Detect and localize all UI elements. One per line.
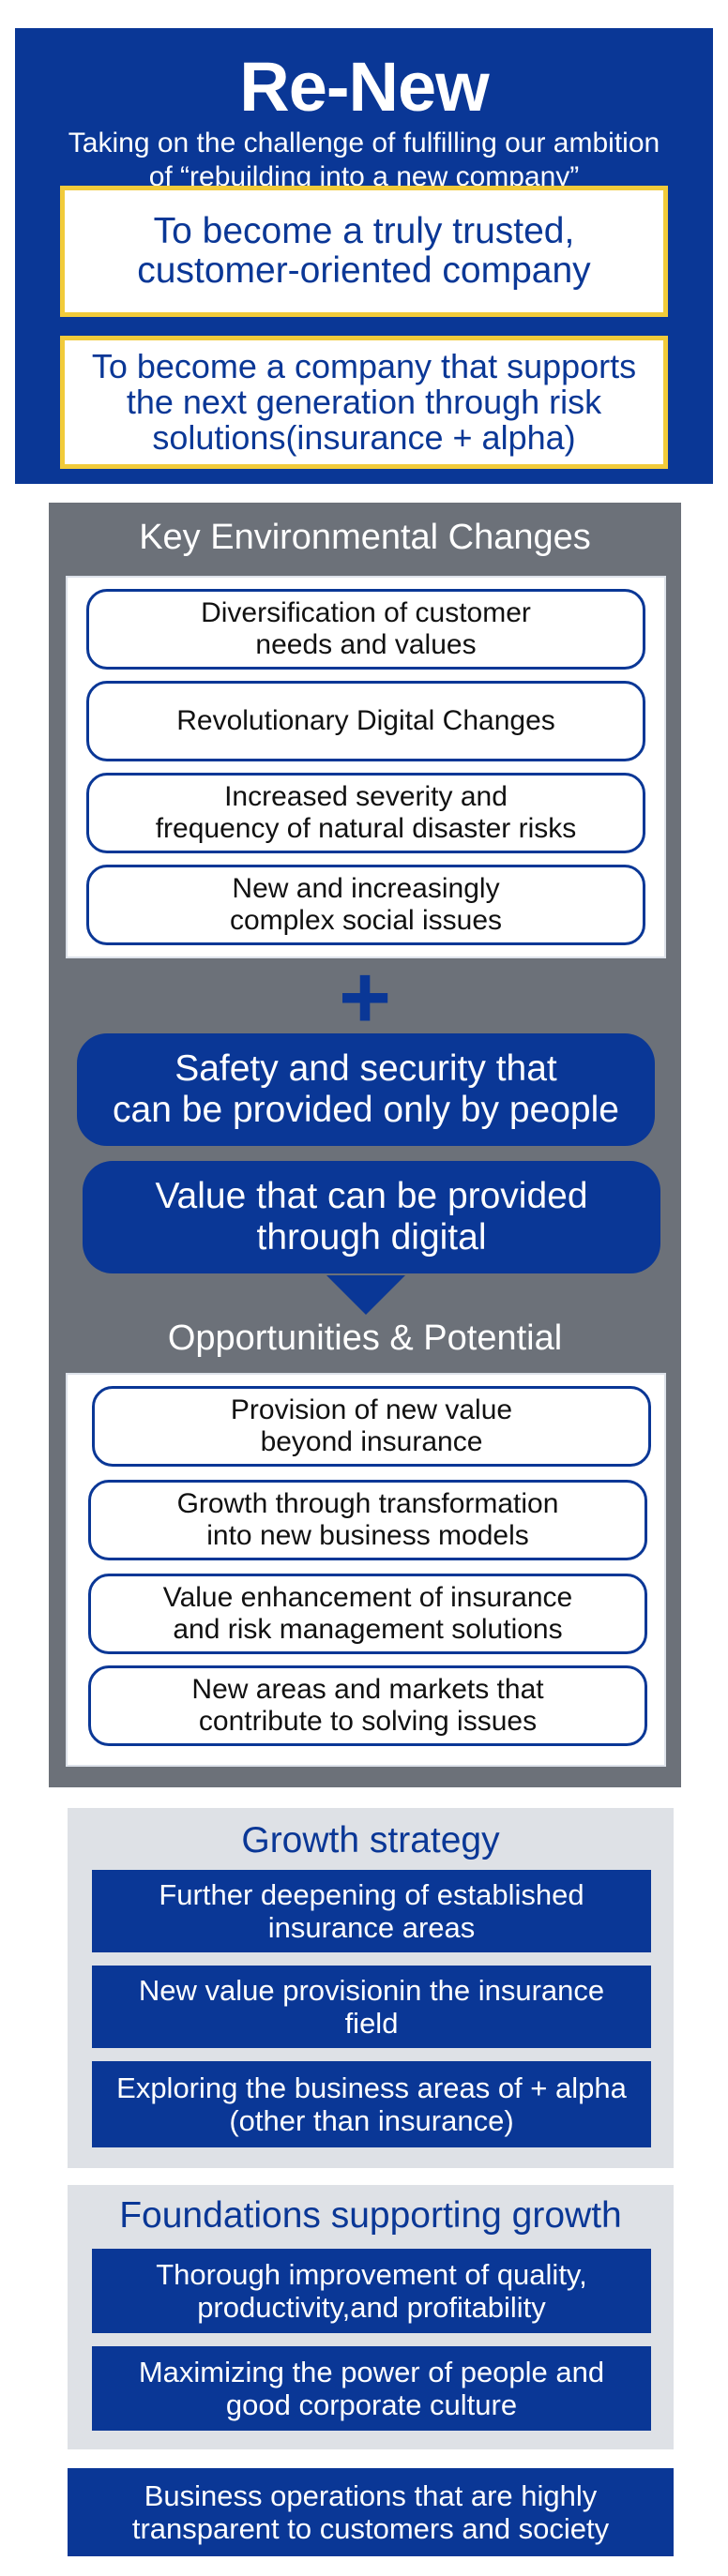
value-line: can be provided only by people (113, 1090, 619, 1130)
goal-line: the next generation through risk (126, 383, 602, 421)
growth-strategy-title: Growth strategy (241, 1820, 500, 1860)
environment-title: Key Environmental Changes (139, 518, 591, 557)
bottom-line: transparent to customers and society (131, 2512, 610, 2545)
opportunity-line: and risk management solutions (173, 1614, 563, 1645)
foundations-item: Thorough improvement of quality,producti… (92, 2249, 651, 2333)
change-line: Increased severity and (224, 781, 508, 812)
strategy-line: (other than insurance) (229, 2104, 514, 2137)
environment-panel: Key Environmental Changes Diversificatio… (49, 503, 681, 1787)
opportunity-line: Value enhancement of insurance (162, 1582, 573, 1613)
strategy-line: Further deepening of established (159, 1878, 584, 1911)
foundation-line: Thorough improvement of quality, (156, 2258, 587, 2291)
change-line: Revolutionary Digital Changes (176, 705, 555, 736)
strategy-line: insurance areas (267, 1911, 476, 1944)
foundation-line: good corporate culture (225, 2388, 518, 2421)
change-line: frequency of natural disaster risks (155, 813, 577, 844)
change-line: New and increasingly (232, 873, 500, 904)
goal-line: customer-oriented company (137, 250, 591, 291)
renew-subtitle: Taking on the challenge of fulfilling ou… (15, 127, 713, 194)
goal-line: To become a truly trusted, (153, 211, 575, 251)
change-item: Revolutionary Digital Changes (86, 681, 645, 761)
renew-title: Re-New (239, 48, 489, 126)
growth-strategy-item: Exploring the business areas of + alpha(… (92, 2061, 651, 2147)
plus-icon: + (338, 947, 392, 1047)
down-arrow-icon (326, 1275, 405, 1315)
goal-line: To become a company that supports (91, 347, 637, 385)
opportunity-line: beyond insurance (260, 1426, 483, 1457)
strategy-line: field (344, 2007, 399, 2040)
goal-box-trusted: To become a truly trusted, customer-orie… (60, 186, 668, 317)
opportunity-line: Provision of new value (230, 1394, 513, 1425)
growth-strategy-box: Growth strategy Further deepening of est… (68, 1808, 674, 2168)
value-line: through digital (256, 1217, 487, 1258)
opportunity-line: New areas and markets that (191, 1674, 544, 1705)
change-line: Diversification of customer (201, 597, 531, 628)
change-line: complex social issues (229, 905, 503, 936)
value-line: Value that can be provided (155, 1176, 588, 1216)
foundations-box: Foundations supporting growth Thorough i… (68, 2185, 674, 2449)
change-line: needs and values (255, 629, 477, 660)
strategy-line: Exploring the business areas of + alpha (116, 2071, 627, 2104)
opportunities-title: Opportunities & Potential (167, 1318, 563, 1358)
strategy-line: New value provisionin the insurance (138, 1974, 605, 2007)
opportunity-line: into new business models (206, 1520, 529, 1551)
foundations-title: Foundations supporting growth (119, 2195, 622, 2236)
value-line: Safety and security that (174, 1048, 557, 1089)
goal-box-next-generation: To become a company that supports the ne… (60, 336, 668, 469)
foundation-line: productivity,and profitability (197, 2291, 546, 2324)
opportunity-line: Growth through transformation (176, 1488, 559, 1519)
foundation-line: Maximizing the power of people and (138, 2356, 605, 2388)
goal-line: solutions(insurance + alpha) (152, 418, 576, 457)
renew-banner: Re-New Taking on the challenge of fulfil… (15, 28, 713, 484)
bottom-line: Business operations that are highly (144, 2479, 598, 2512)
renew-subtitle-line1: Taking on the challenge of fulfilling ou… (68, 128, 660, 158)
opportunity-line: contribute to solving issues (198, 1706, 538, 1737)
